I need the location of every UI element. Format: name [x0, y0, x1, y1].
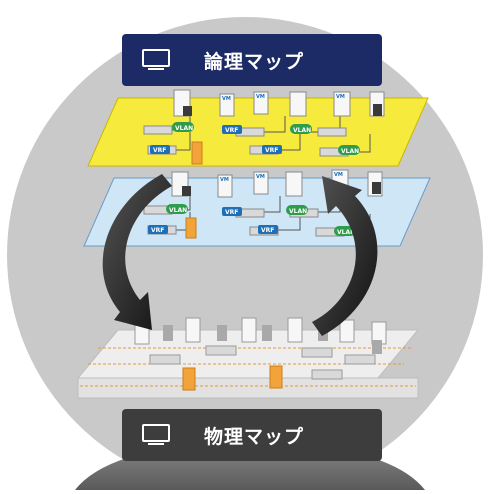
physical-map-banner: 物理マップ: [122, 409, 382, 461]
vrf-label: VRF: [265, 147, 278, 154]
vlan-badge: VLAN: [166, 204, 188, 214]
vm-label: VM: [334, 172, 343, 178]
vlan-label: VLAN: [289, 208, 307, 215]
arrow-down-left: [102, 174, 172, 330]
vlan-label: VLAN: [337, 229, 355, 236]
monitor-icon: [142, 424, 170, 446]
badges: VLAN VRF VRF VLAN VRF VLAN VLAN VRF VRF …: [148, 122, 360, 236]
vrf-badge: VRF: [222, 125, 242, 134]
vm-label: VM: [222, 96, 231, 102]
logical-map-banner: 論理マップ: [122, 34, 382, 86]
vrf-label: VRF: [151, 227, 164, 234]
vrf-label: VRF: [261, 227, 274, 234]
logical-map-title: 論理マップ: [204, 50, 305, 73]
vlan-badge: VLAN: [290, 124, 312, 134]
vrf-badge: VRF: [262, 145, 282, 154]
vlan-badge: VLAN: [172, 122, 194, 132]
monitor-icon: [142, 49, 170, 71]
vrf-label: VRF: [225, 209, 238, 216]
vrf-badge: VRF: [222, 207, 242, 216]
vlan-label: VLAN: [341, 148, 359, 155]
vrf-badge: VRF: [258, 225, 278, 234]
vlan-badge: VLAN: [334, 226, 356, 236]
vrf-badge: VRF: [148, 225, 168, 234]
physical-map-title: 物理マップ: [204, 425, 305, 448]
yellow-logical-layer: [87, 89, 429, 167]
vm-labels: VM VM VM VM VM VM: [220, 94, 345, 183]
vlan-badge: VLAN: [286, 205, 308, 215]
vm-label: VM: [256, 94, 265, 100]
vm-label: VM: [220, 177, 229, 183]
vlan-label: VLAN: [169, 207, 187, 214]
vlan-badge: VLAN: [338, 145, 360, 155]
physical-layer: [76, 317, 420, 399]
vrf-badge: VRF: [150, 145, 170, 154]
vm-label: VM: [336, 94, 345, 100]
vlan-label: VLAN: [293, 127, 311, 134]
vrf-label: VRF: [225, 127, 238, 134]
arrow-up-right: [312, 176, 378, 336]
vm-label: VM: [256, 174, 265, 180]
vlan-label: VLAN: [175, 125, 193, 132]
vrf-label: VRF: [153, 147, 166, 154]
sync-arrows: [102, 174, 378, 336]
